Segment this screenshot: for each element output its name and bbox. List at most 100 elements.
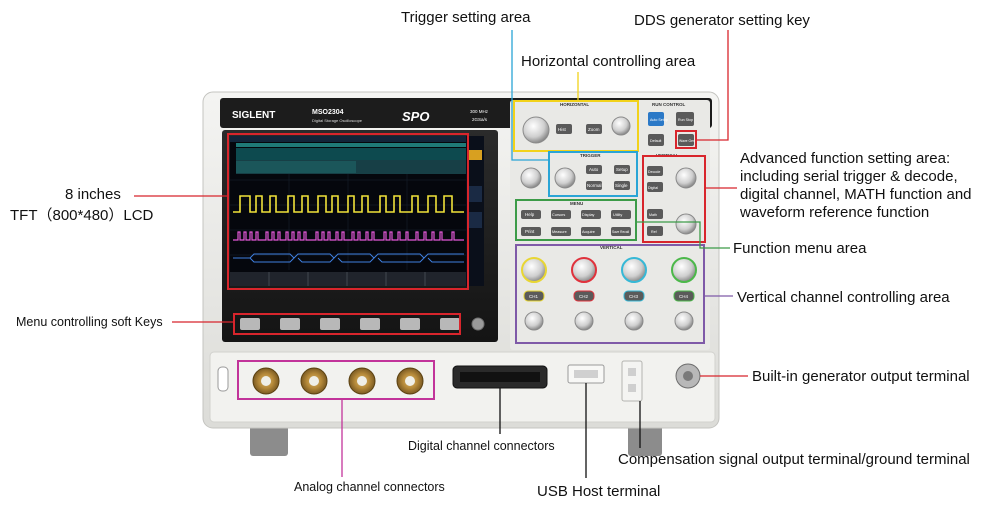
horizontal-position-knob[interactable]: [522, 116, 550, 144]
hist-button[interactable]: [556, 124, 572, 134]
ch1-button[interactable]: [523, 290, 545, 302]
soft-key-1[interactable]: [240, 318, 260, 330]
soft-keys-row: [240, 318, 460, 330]
brand-logo: SIGLENT: [232, 110, 275, 121]
ch1-position-knob[interactable]: [524, 311, 544, 331]
print-button[interactable]: [521, 227, 541, 236]
horizontal-scale-knob[interactable]: [611, 116, 631, 136]
wave-gen-label: Wave Gen: [679, 139, 695, 143]
lcd-grid: [230, 174, 466, 270]
soft-key-3[interactable]: [320, 318, 340, 330]
highlight-soft-keys: [233, 313, 461, 335]
ch3-scale-knob[interactable]: [621, 257, 647, 283]
trigger-single-label: Single: [615, 183, 628, 188]
power-switch[interactable]: [217, 366, 229, 392]
math-label: Math: [649, 213, 657, 217]
trace-yellow: [233, 195, 464, 213]
highlight-vertical-area: [515, 244, 705, 344]
lcd-status-bar: [230, 136, 466, 142]
ch2-scale-knob[interactable]: [571, 257, 597, 283]
label-digital-connectors: Digital channel connectors: [408, 439, 555, 453]
default-button[interactable]: [648, 134, 664, 146]
ch4-position-knob[interactable]: [674, 311, 694, 331]
section-run-control: RUN CONTROL: [652, 102, 685, 107]
highlight-boxes: [227, 100, 706, 400]
trigger-single-button[interactable]: [614, 181, 630, 190]
utility-button[interactable]: [611, 210, 631, 219]
ch2-button[interactable]: [573, 290, 595, 302]
measure-button[interactable]: [551, 227, 571, 236]
lcd-side-panel: [466, 136, 484, 286]
series-logo: SPO: [402, 109, 429, 124]
math-button[interactable]: [647, 209, 663, 219]
menu-off-key[interactable]: [471, 317, 485, 331]
acquire-button[interactable]: [581, 227, 601, 236]
trigger-normal-label: Normal: [587, 183, 602, 188]
model-subtitle: Digital Storage Oscilloscope: [312, 118, 363, 123]
ch1-scale-knob[interactable]: [521, 257, 547, 283]
default-label: Default: [650, 139, 661, 143]
decode-button[interactable]: [647, 166, 663, 176]
trigger-normal-button[interactable]: [586, 181, 602, 190]
ch4-label: CH4: [679, 294, 688, 299]
label-function-menu: Function menu area: [733, 240, 867, 257]
label-lcd-line1: 8 inches: [65, 186, 121, 203]
trigger-intensity-knob[interactable]: [520, 167, 542, 189]
ch2-label: CH2: [579, 294, 588, 299]
trigger-auto-label: Auto: [589, 167, 599, 172]
soft-key-6[interactable]: [440, 318, 460, 330]
display-button[interactable]: [581, 210, 601, 219]
lcd-decode-header: [236, 143, 466, 147]
trigger-auto-button[interactable]: [586, 165, 602, 174]
ch4-button[interactable]: [673, 290, 695, 302]
ch4-scale-knob[interactable]: [671, 257, 697, 283]
label-trigger-area: Trigger setting area: [401, 9, 531, 26]
ch3-label: CH3: [629, 294, 638, 299]
run-stop-button[interactable]: [676, 112, 694, 126]
label-generator-output: Built-in generator output terminal: [752, 368, 970, 385]
trace-blue: [233, 253, 464, 263]
math-ref-knob[interactable]: [675, 213, 697, 235]
foot-left: [250, 424, 288, 456]
ch2-position-knob[interactable]: [574, 311, 594, 331]
spec-sample: 2GSa/s: [472, 117, 488, 122]
digital-knob[interactable]: [675, 167, 697, 189]
soft-key-5[interactable]: [400, 318, 420, 330]
label-vertical-channel: Vertical channel controlling area: [737, 289, 950, 306]
digital-button[interactable]: [647, 182, 663, 192]
section-trigger: TRIGGER: [580, 153, 601, 158]
label-lcd-line2: TFT（800*480）LCD: [10, 207, 154, 224]
trigger-setup-button[interactable]: [614, 165, 630, 174]
soft-key-4[interactable]: [360, 318, 380, 330]
print-label: Print: [525, 229, 535, 234]
auto-setup-button[interactable]: [648, 112, 664, 126]
label-dds-key: DDS generator setting key: [634, 12, 810, 29]
zoom-button-label: Zoom: [588, 127, 600, 132]
soft-key-2[interactable]: [280, 318, 300, 330]
save-recall-label: Save Recall: [612, 230, 629, 234]
digital-label: Digital: [648, 186, 658, 190]
highlight-lcd: [227, 133, 469, 290]
wave-gen-button[interactable]: [678, 134, 694, 146]
lcd-softmenu-bar: [230, 272, 466, 286]
section-vertical: VERTICAL: [600, 245, 623, 250]
label-horizontal-area: Horizontal controlling area: [521, 53, 696, 70]
ch3-button[interactable]: [623, 290, 645, 302]
label-soft-keys: Menu controlling soft Keys: [16, 315, 163, 329]
trigger-level-knob[interactable]: [554, 167, 576, 189]
cursors-label: Cursors: [552, 213, 565, 217]
lcd-decode-table: [236, 148, 466, 160]
help-button[interactable]: [521, 210, 541, 219]
utility-label: Utility: [613, 213, 622, 217]
highlight-menu-area: [515, 199, 637, 241]
zoom-button[interactable]: [586, 124, 602, 134]
save-recall-button[interactable]: [611, 227, 631, 236]
compensation-terminal[interactable]: [621, 360, 643, 402]
cursors-button[interactable]: [551, 210, 571, 219]
control-panel: [510, 100, 710, 350]
label-usb-host: USB Host terminal: [537, 483, 661, 500]
ch3-position-knob[interactable]: [624, 311, 644, 331]
display-label: Display: [582, 213, 595, 217]
section-horizontal: HORIZONTAL: [560, 102, 589, 107]
trace-pink: [233, 231, 464, 241]
